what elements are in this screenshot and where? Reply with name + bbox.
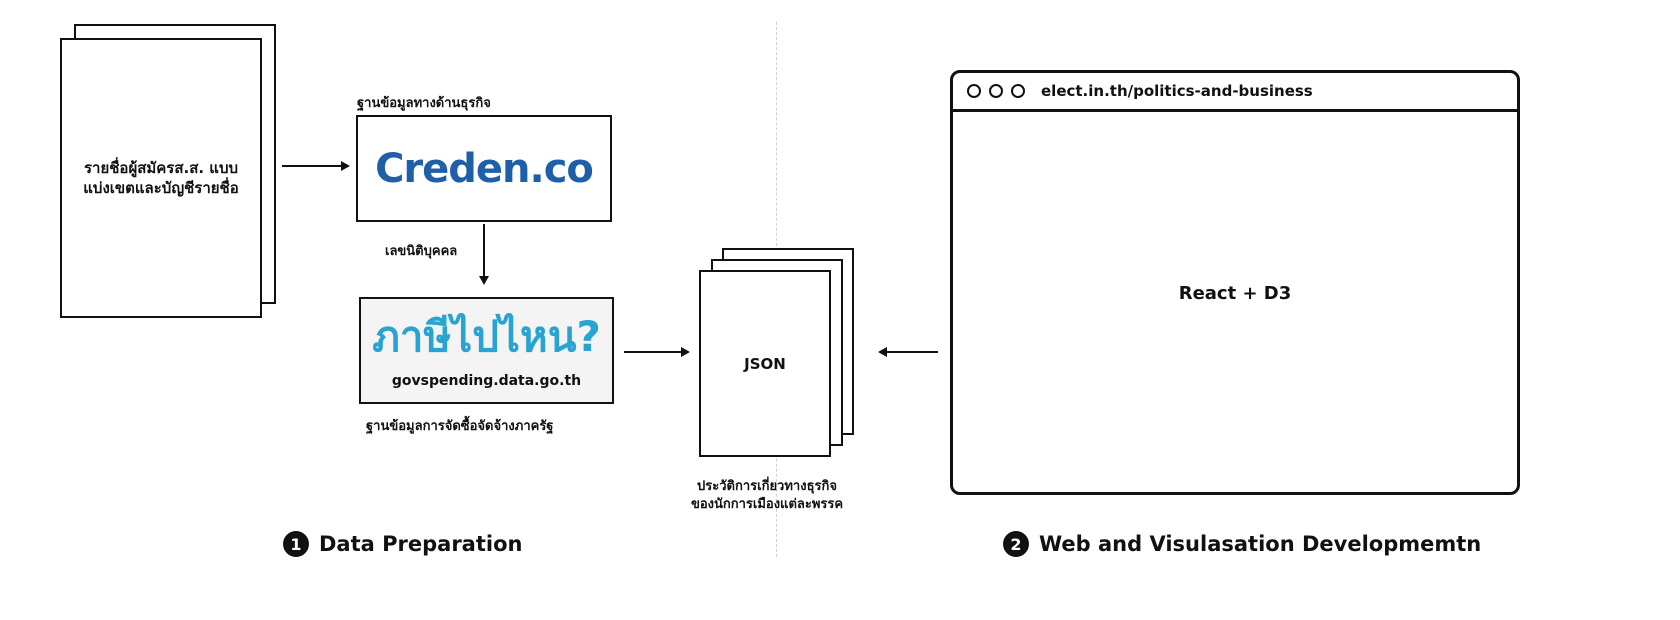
step-1-badge: 1	[283, 531, 309, 557]
creden-box: Creden.co	[356, 115, 612, 222]
json-document: JSON	[699, 270, 831, 457]
browser-content: React + D3	[1178, 283, 1292, 304]
window-maximize-icon	[1011, 84, 1025, 98]
link-label: เลขนิติบุคคล	[385, 244, 458, 259]
step-1-title: 1 Data Preparation	[283, 531, 522, 557]
browser-url: elect.in.th/politics-and-business	[1041, 82, 1313, 100]
arrow-browser-to-json	[886, 351, 938, 353]
arrow-creden-to-govspending	[483, 224, 485, 276]
source-document-text: รายชื่อผู้สมัครส.ส. แบบ แบ่งเขตและบัญชีร…	[83, 159, 239, 197]
step-2-badge: 2	[1003, 531, 1029, 557]
step-2-text: Web and Visulasation Developmemtn	[1039, 532, 1482, 556]
step-1-text: Data Preparation	[319, 532, 523, 556]
window-close-icon	[967, 84, 981, 98]
arrow-head	[878, 347, 887, 357]
govspending-url: govspending.data.go.th	[391, 373, 582, 389]
arrow-head	[341, 161, 350, 171]
browser-toolbar: elect.in.th/politics-and-business	[953, 73, 1517, 112]
arrow-head	[681, 347, 690, 357]
govspending-label: ฐานข้อมูลการจัดซื้อจัดจ้างภาครัฐ	[366, 419, 554, 434]
govspending-logo: ภาษีไปไหน?	[372, 312, 601, 361]
creden-label: ฐานข้อมูลทางด้านธุรกิจ	[357, 96, 491, 111]
json-document-text: JSON	[744, 354, 786, 373]
arrow-govspending-to-json	[624, 351, 682, 353]
json-caption: ประวัติการเกี่ยวทางธุรกิจ ของนักการเมือง…	[690, 479, 844, 512]
window-minimize-icon	[989, 84, 1003, 98]
arrow-head	[479, 276, 489, 285]
browser-window: elect.in.th/politics-and-business React …	[950, 70, 1520, 495]
arrow-source-to-creden	[282, 165, 342, 167]
source-document: รายชื่อผู้สมัครส.ส. แบบ แบ่งเขตและบัญชีร…	[60, 38, 262, 318]
step-2-title: 2 Web and Visulasation Developmemtn	[1003, 531, 1481, 557]
govspending-box: ภาษีไปไหน? govspending.data.go.th	[359, 297, 614, 404]
creden-logo: Creden.co	[375, 145, 594, 192]
